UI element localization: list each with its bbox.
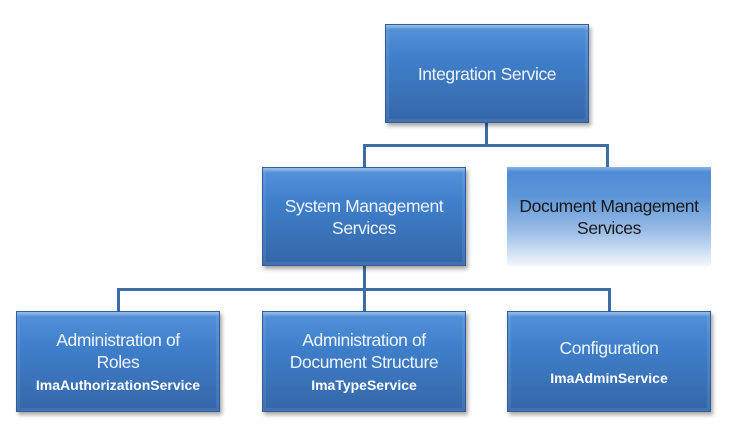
- node-title: Integration Service: [417, 63, 557, 84]
- connector-to-roles: [117, 288, 120, 312]
- node-integration-service[interactable]: Integration Service: [385, 24, 589, 123]
- node-title-line2: Services: [332, 217, 396, 238]
- connector-to-doc-structure: [363, 288, 366, 312]
- connector-root-down: [485, 123, 488, 146]
- node-configuration[interactable]: Configuration ImaAdminService: [507, 311, 711, 412]
- node-service-name: ImaTypeService: [311, 377, 417, 393]
- connector-to-system-mgmt: [363, 144, 366, 168]
- node-title-line1: System Management: [284, 195, 444, 216]
- node-service-name: ImaAuthorizationService: [35, 377, 201, 393]
- node-document-management-services[interactable]: Document Management Services: [507, 167, 711, 266]
- node-title-line2: Document Structure: [289, 352, 439, 372]
- node-service-name: ImaAdminService: [550, 369, 668, 386]
- node-administration-of-roles[interactable]: Administration of Roles ImaAuthorization…: [16, 311, 220, 412]
- node-system-management-services[interactable]: System Management Services: [262, 167, 466, 266]
- node-title-line1: Document Management: [519, 195, 699, 216]
- node-title-line2: Roles: [96, 352, 140, 372]
- node-title-line2: Services: [577, 217, 641, 238]
- node-title-line1: Administration of: [56, 330, 180, 350]
- node-title-line1: Administration of: [302, 330, 426, 350]
- connector-to-document-mgmt: [606, 144, 609, 168]
- connector-level2-bar: [363, 144, 609, 147]
- connector-system-mgmt-down: [363, 266, 366, 290]
- node-administration-of-document-structure[interactable]: Administration of Document Structure Ima…: [262, 311, 466, 412]
- node-title-line1: Configuration: [559, 337, 659, 358]
- connector-to-configuration: [608, 288, 611, 312]
